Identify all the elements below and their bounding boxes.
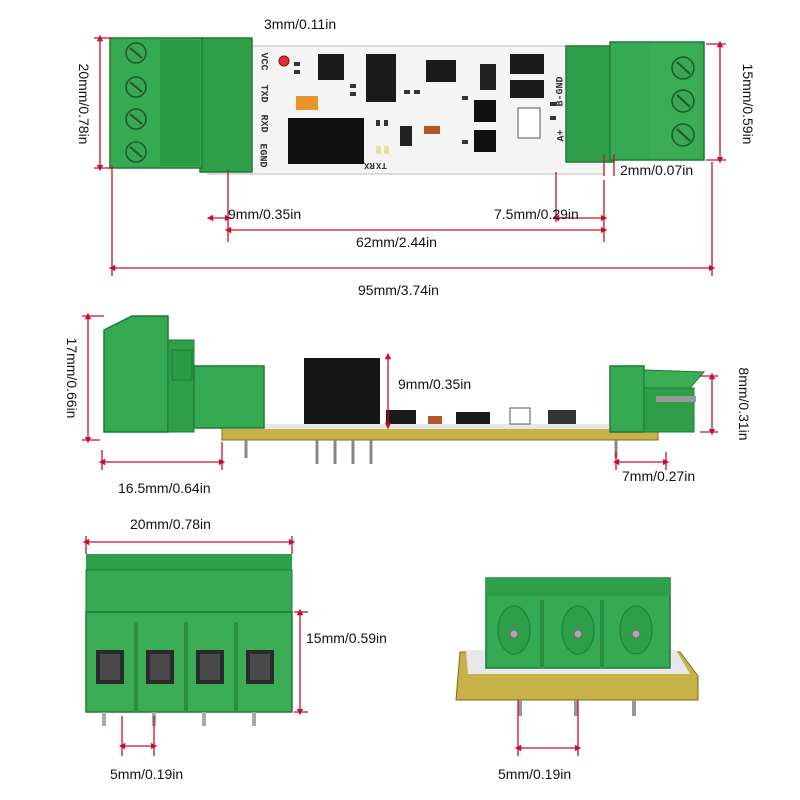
pcb-board-side bbox=[221, 427, 659, 441]
ic-chip bbox=[510, 54, 544, 74]
dim-right-height: 15mm/0.59in bbox=[740, 63, 756, 145]
ic-chip bbox=[480, 64, 496, 90]
dim-left-height: 20mm/0.78in bbox=[76, 63, 92, 145]
dim-four-pin-width: 20mm/0.78in bbox=[130, 516, 211, 532]
side-view bbox=[82, 312, 718, 470]
dim-total-length: 95mm/3.74in bbox=[358, 282, 439, 298]
ic-chip bbox=[510, 80, 544, 98]
component-side bbox=[428, 416, 442, 424]
capacitor bbox=[400, 126, 412, 146]
ic-chip bbox=[318, 54, 344, 80]
silk-pin-label: A+ bbox=[556, 129, 568, 142]
right-terminal-side bbox=[609, 365, 706, 433]
ic-chip bbox=[426, 60, 456, 82]
dim-four-pin-pitch: 5mm/0.19in bbox=[110, 766, 184, 782]
capacitor bbox=[474, 130, 496, 152]
relay-side bbox=[304, 358, 380, 424]
smd-parts bbox=[294, 62, 556, 154]
terminal-pins bbox=[102, 712, 256, 726]
dim-right-offset: 2mm/0.07in bbox=[620, 162, 694, 178]
component-side bbox=[456, 412, 490, 424]
dim-side-right-height: 8mm/0.31in bbox=[736, 367, 752, 441]
terminal-dividers bbox=[540, 600, 604, 668]
silk-pin-label: TXD bbox=[257, 84, 269, 103]
silk-pin-label: EGND bbox=[256, 143, 268, 168]
side-dimension-lines bbox=[82, 312, 718, 470]
terminal-pins bbox=[518, 700, 636, 716]
four-pin-detail bbox=[82, 536, 308, 756]
left-terminal-side bbox=[103, 315, 265, 433]
dim-right-inset: 7.5mm/0.29in bbox=[494, 206, 579, 222]
dim-board-length: 62mm/2.44in bbox=[356, 234, 437, 250]
terminal-dividers bbox=[134, 622, 238, 712]
component-side bbox=[386, 410, 416, 424]
silk-pin-label: B-GND bbox=[555, 76, 567, 107]
pin-socket-icon bbox=[497, 605, 653, 655]
three-pin-dimension-lines bbox=[514, 700, 582, 756]
capacitor bbox=[296, 96, 318, 110]
dim-side-left-height: 17mm/0.66in bbox=[64, 337, 80, 419]
header-pins bbox=[244, 440, 618, 464]
dim-chip-height: 9mm/0.35in bbox=[398, 376, 472, 392]
silk-pin-label: VCC bbox=[257, 52, 269, 71]
top-dimension-lines bbox=[94, 34, 726, 276]
top-view bbox=[94, 34, 726, 276]
relay-block bbox=[288, 118, 364, 164]
component-side bbox=[509, 407, 531, 425]
left-terminal-block bbox=[109, 37, 253, 173]
mount-hole-icon bbox=[278, 55, 290, 67]
dim-left-depth: 16.5mm/0.64in bbox=[118, 480, 211, 496]
dim-right-depth: 7mm/0.27in bbox=[622, 468, 696, 484]
ic-chip bbox=[366, 54, 396, 102]
dim-three-pin-pitch: 5mm/0.19in bbox=[498, 766, 572, 782]
screw-slots bbox=[129, 47, 143, 158]
component-side bbox=[548, 410, 576, 424]
three-pin-detail bbox=[455, 577, 699, 756]
capacitor bbox=[517, 107, 541, 139]
dim-mount-hole: 3mm/0.11in bbox=[264, 16, 337, 32]
silk-led-label: RX bbox=[364, 160, 375, 170]
four-pin-dimension-lines bbox=[82, 536, 308, 756]
dim-left-offset: 9mm/0.35in bbox=[228, 206, 302, 222]
dim-four-pin-height: 15mm/0.59in bbox=[306, 630, 387, 646]
capacitor bbox=[424, 126, 440, 134]
silk-pin-label: RXD bbox=[257, 114, 269, 133]
silk-led-label: TX bbox=[376, 160, 387, 170]
screw-slots bbox=[676, 61, 691, 142]
capacitor bbox=[474, 100, 496, 122]
